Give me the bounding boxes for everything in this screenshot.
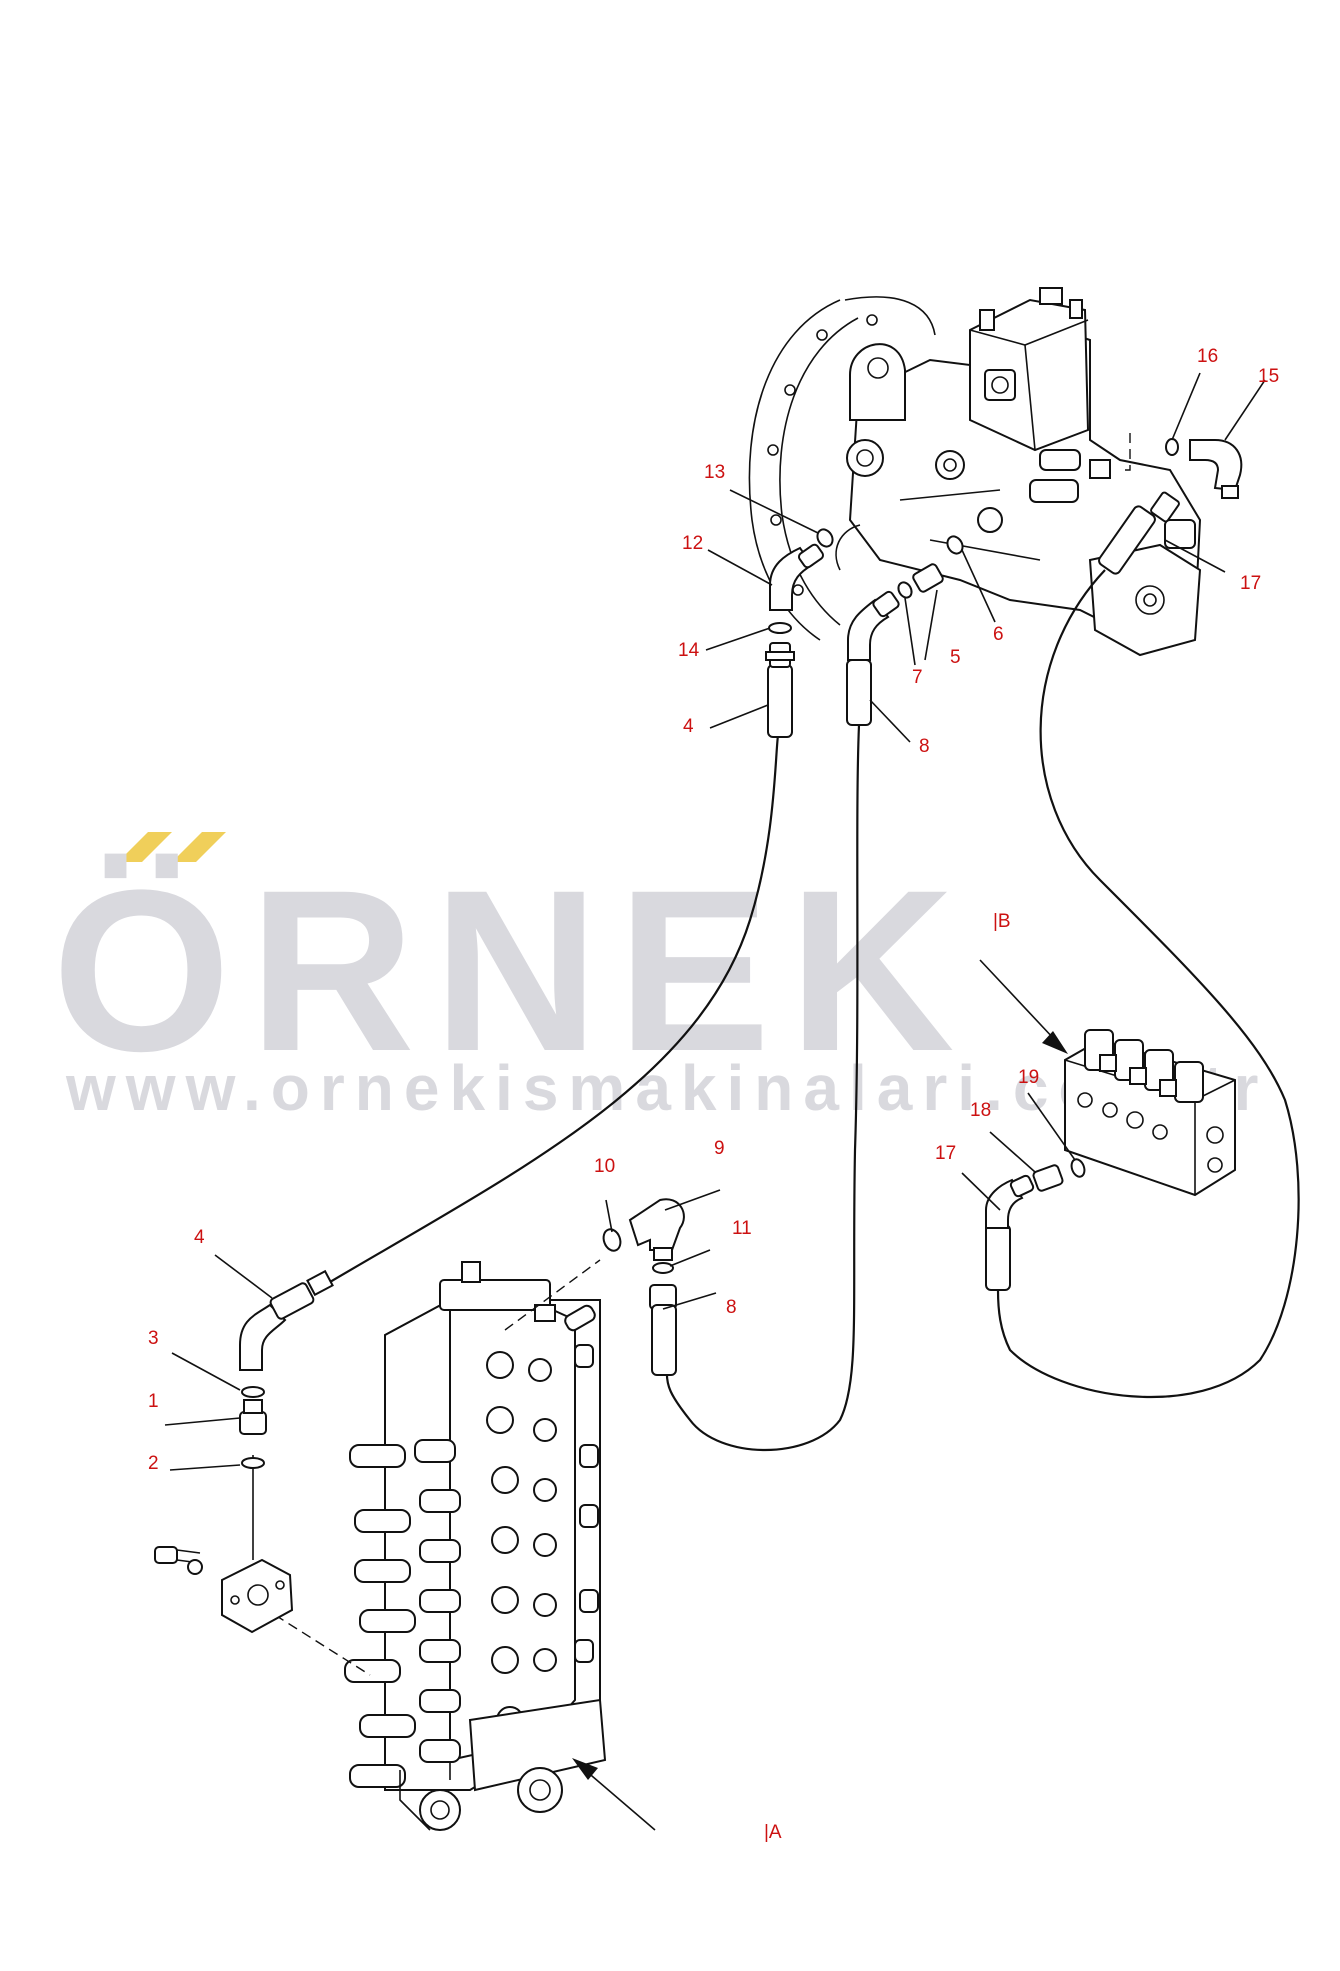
view-arrow-b: [979, 959, 1068, 1054]
assembly-link-top: [1120, 433, 1131, 471]
solenoid-valve-block: [1064, 1029, 1236, 1197]
elbow-9: [628, 1198, 685, 1251]
callout-17-top: 17: [1240, 573, 1261, 594]
leader-lines: [164, 372, 1266, 1471]
o-ring-13: [816, 528, 834, 548]
o-ring-16: [1165, 438, 1179, 456]
callout-1: 1: [148, 1391, 159, 1412]
o-ring-6: [946, 535, 964, 555]
callout-11: 11: [732, 1218, 752, 1239]
callout-6: 6: [993, 624, 1004, 645]
adapter-5: [912, 563, 944, 593]
fitting-stack-12: [768, 528, 834, 634]
watermark-brand: ÖRNEK: [52, 842, 973, 1099]
view-arrow-a: [572, 1758, 656, 1831]
callout-3: 3: [148, 1328, 159, 1349]
o-ring-10: [602, 1228, 622, 1252]
o-ring-3: [241, 1386, 265, 1398]
callout-10: 10: [594, 1156, 615, 1177]
watermark: ÖRNEK www.ornekismakinalari.com.tr: [52, 832, 1268, 1124]
adapter-18: [1032, 1164, 1064, 1192]
callout-18: 18: [970, 1100, 991, 1121]
callout-7: 7: [912, 667, 923, 688]
valve-ports-right: [574, 1344, 599, 1663]
callout-5: 5: [950, 647, 961, 668]
valve-spools-left: [344, 1439, 461, 1788]
callout-numbers: 1 2 3 4 4 5 6 7 8 8 9 10 11 12 13 14 15 …: [148, 346, 1279, 1474]
callout-4-left: 4: [194, 1227, 205, 1248]
o-ring-19: [1070, 1158, 1086, 1178]
flange-assembly: [154, 1455, 294, 1634]
hose-4: [239, 642, 795, 1371]
watermark-accent-right: [172, 832, 226, 862]
callout-19: 19: [1018, 1067, 1039, 1088]
callout-16: 16: [1197, 346, 1218, 367]
callout-14: 14: [678, 640, 700, 661]
fitting-stack-left: [239, 1386, 267, 1469]
callout-2: 2: [148, 1453, 159, 1474]
callout-15: 15: [1258, 366, 1279, 387]
watermark-accent-left: [118, 832, 172, 862]
hydraulic-pump: [748, 287, 1202, 657]
elbow-15: [1189, 439, 1243, 492]
o-ring-14: [768, 622, 792, 634]
callout-13: 13: [704, 462, 725, 483]
callout-4-top: 4: [683, 716, 694, 737]
watermark-url: www.ornekismakinalari.com.tr: [65, 1052, 1268, 1124]
callout-8-bottom: 8: [726, 1297, 737, 1318]
assembly-link-flange: [274, 1614, 371, 1676]
assembly-link-valve: [504, 1259, 601, 1331]
hose-8-upper: [665, 535, 964, 1452]
o-ring-7: [897, 581, 913, 599]
adapter-1: [239, 1411, 267, 1435]
o-ring-2: [241, 1457, 265, 1469]
fitting-stack-18: [1032, 1158, 1086, 1192]
callout-9: 9: [714, 1138, 725, 1159]
view-label-b: |B: [993, 911, 1011, 932]
callout-12: 12: [682, 533, 703, 554]
callout-17-bottom: 17: [935, 1143, 956, 1164]
o-ring-11: [652, 1262, 674, 1274]
callout-8-top: 8: [919, 736, 930, 757]
control-valve: [344, 1261, 607, 1831]
fitting-stack-9: [602, 1198, 685, 1376]
hose-17: [985, 491, 1300, 1399]
view-label-a: |A: [764, 1822, 782, 1843]
